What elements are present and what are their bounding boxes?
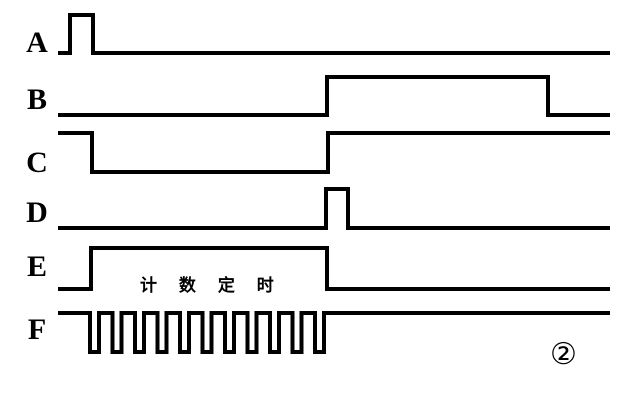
figure-number-label: ② (550, 338, 577, 371)
count-timing-annotation: 计 数 定 时 (140, 276, 282, 296)
signal-label-d: D (26, 196, 48, 229)
signal-label-b: B (26, 83, 47, 116)
waveform-trace-e (58, 246, 610, 291)
waveform-trace-a (58, 13, 610, 55)
waveform-trace-d (58, 187, 610, 230)
signal-label-f: F (27, 313, 47, 346)
waveform-trace-c (58, 131, 610, 174)
waveform-trace-f (58, 311, 610, 354)
waveform-trace-b (58, 75, 610, 117)
signal-label-c: C (26, 146, 48, 179)
signal-label-e: E (26, 250, 47, 283)
signal-label-a: A (26, 26, 48, 59)
waveform-traces (58, 13, 610, 354)
